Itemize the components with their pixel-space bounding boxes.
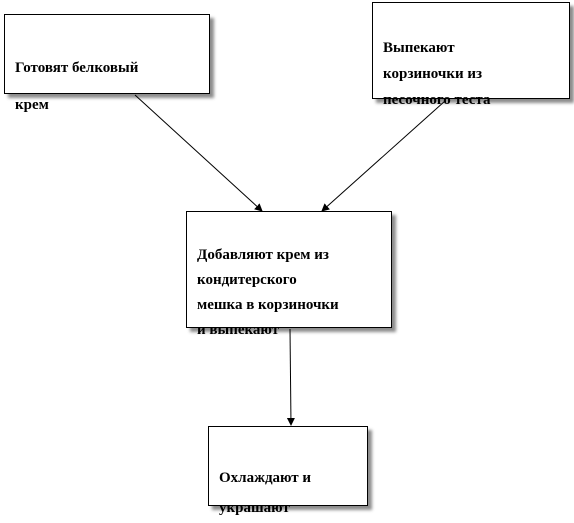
- arrow-cream-to-add: [134, 94, 263, 212]
- arrow-baskets-to-add: [321, 100, 446, 212]
- step-add-cream-bake-box: Добавляют крем из кондитерского мешка в …: [186, 211, 392, 338]
- flow-arrows: [134, 94, 446, 426]
- step-cool-decorate-box: Охлаждают и украшают: [208, 426, 368, 516]
- step-bake-baskets-box: Выпекают корзиночки из песочного теста: [372, 2, 570, 108]
- arrow-add-to-cool: [286, 328, 295, 426]
- step-prepare-cream-label: Готовят белковый крем: [15, 60, 139, 113]
- step-prepare-cream-box: Готовят белковый крем: [4, 14, 210, 113]
- step-add-cream-bake-label: Добавляют крем из кондитерского мешка в …: [197, 247, 339, 338]
- step-bake-baskets-label: Выпекают корзиночки из песочного теста: [383, 40, 491, 108]
